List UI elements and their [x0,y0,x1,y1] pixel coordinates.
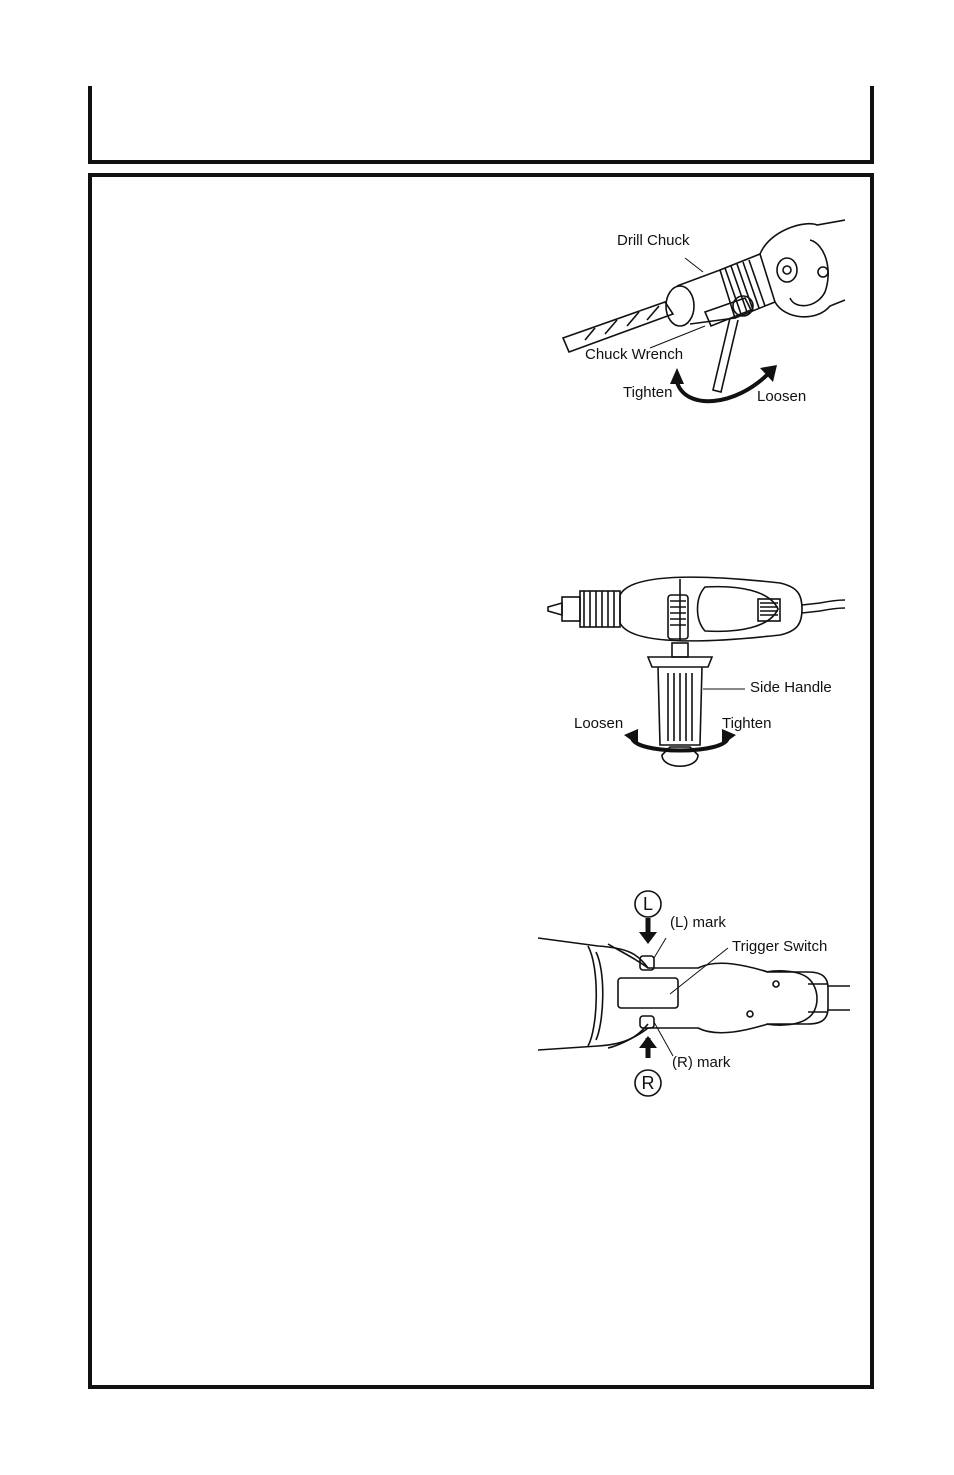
label-drill-chuck: Drill Chuck [617,232,690,249]
r-symbol: R [642,1073,655,1093]
figure-side-handle: Side Handle Loosen Tighten [540,565,846,775]
label-side-handle: Side Handle [750,679,832,696]
label-tighten: Tighten [722,715,772,732]
figure-trigger-switch: L R (L) mark Trigger Switch (R) mark [537,888,850,1103]
header-frame [88,86,874,164]
drill-chuck-illustration [561,219,846,404]
figure-drill-chuck: Drill Chuck Chuck Wrench Tighten Loosen [555,210,846,410]
side-handle-illustration [547,576,846,767]
label-loosen: Loosen [574,715,624,732]
l-symbol: L [643,894,653,914]
label-r-mark: (R) mark [672,1054,731,1071]
content-frame [88,173,874,1389]
trigger-switch-illustration: L R [537,890,850,1097]
label-trigger-switch: Trigger Switch [732,938,828,955]
label-chuck-wrench: Chuck Wrench [585,346,684,363]
label-loosen: Loosen [757,388,807,405]
label-l-mark: (L) mark [670,914,726,931]
label-tighten: Tighten [623,384,673,401]
